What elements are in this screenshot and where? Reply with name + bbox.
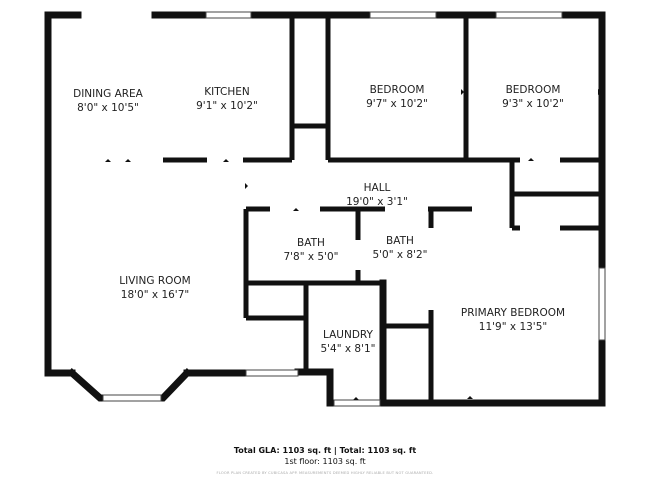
kitchen-size: 9'1" x 10'2" (196, 100, 258, 112)
windows (102, 11, 606, 407)
bedroom-1-size: 9'7" x 10'2" (366, 98, 428, 110)
bath-1-name: BATH (297, 237, 325, 249)
laundry-size: 5'4" x 8'1" (320, 343, 375, 355)
bath-2-size: 5'0" x 8'2" (372, 249, 427, 261)
hall-size: 19'0" x 3'1" (346, 196, 408, 208)
kitchen-name: KITCHEN (204, 86, 250, 98)
bath-1-size: 7'8" x 5'0" (283, 251, 338, 263)
bedroom-2-size: 9'3" x 10'2" (502, 98, 564, 110)
exterior-walls (44, 11, 606, 407)
area-summary: Total GLA: 1103 sq. ft | Total: 1103 sq.… (233, 446, 417, 455)
bedroom-2-name: BEDROOM (506, 84, 561, 96)
floor-summary: 1st floor: 1103 sq. ft (284, 457, 366, 466)
primary-bedroom-name: PRIMARY BEDROOM (461, 307, 565, 319)
dining-area-name: DINING AREA (73, 88, 144, 100)
door-ticks (105, 89, 601, 400)
disclaimer-text: FLOOR PLAN CREATED BY CUBICASA APP. MEAS… (216, 471, 434, 475)
dining-area-size: 8'0" x 10'5" (77, 102, 139, 114)
hall-name: HALL (364, 182, 391, 194)
laundry-name: LAUNDRY (323, 329, 374, 341)
living-room-name: LIVING ROOM (119, 275, 190, 287)
room-labels: DINING AREA 8'0" x 10'5" KITCHEN 9'1" x … (73, 84, 565, 355)
living-room-size: 18'0" x 16'7" (121, 289, 189, 301)
primary-bedroom-size: 11'9" x 13'5" (479, 321, 547, 333)
bath-2-name: BATH (386, 235, 414, 247)
bedroom-1-name: BEDROOM (370, 84, 425, 96)
